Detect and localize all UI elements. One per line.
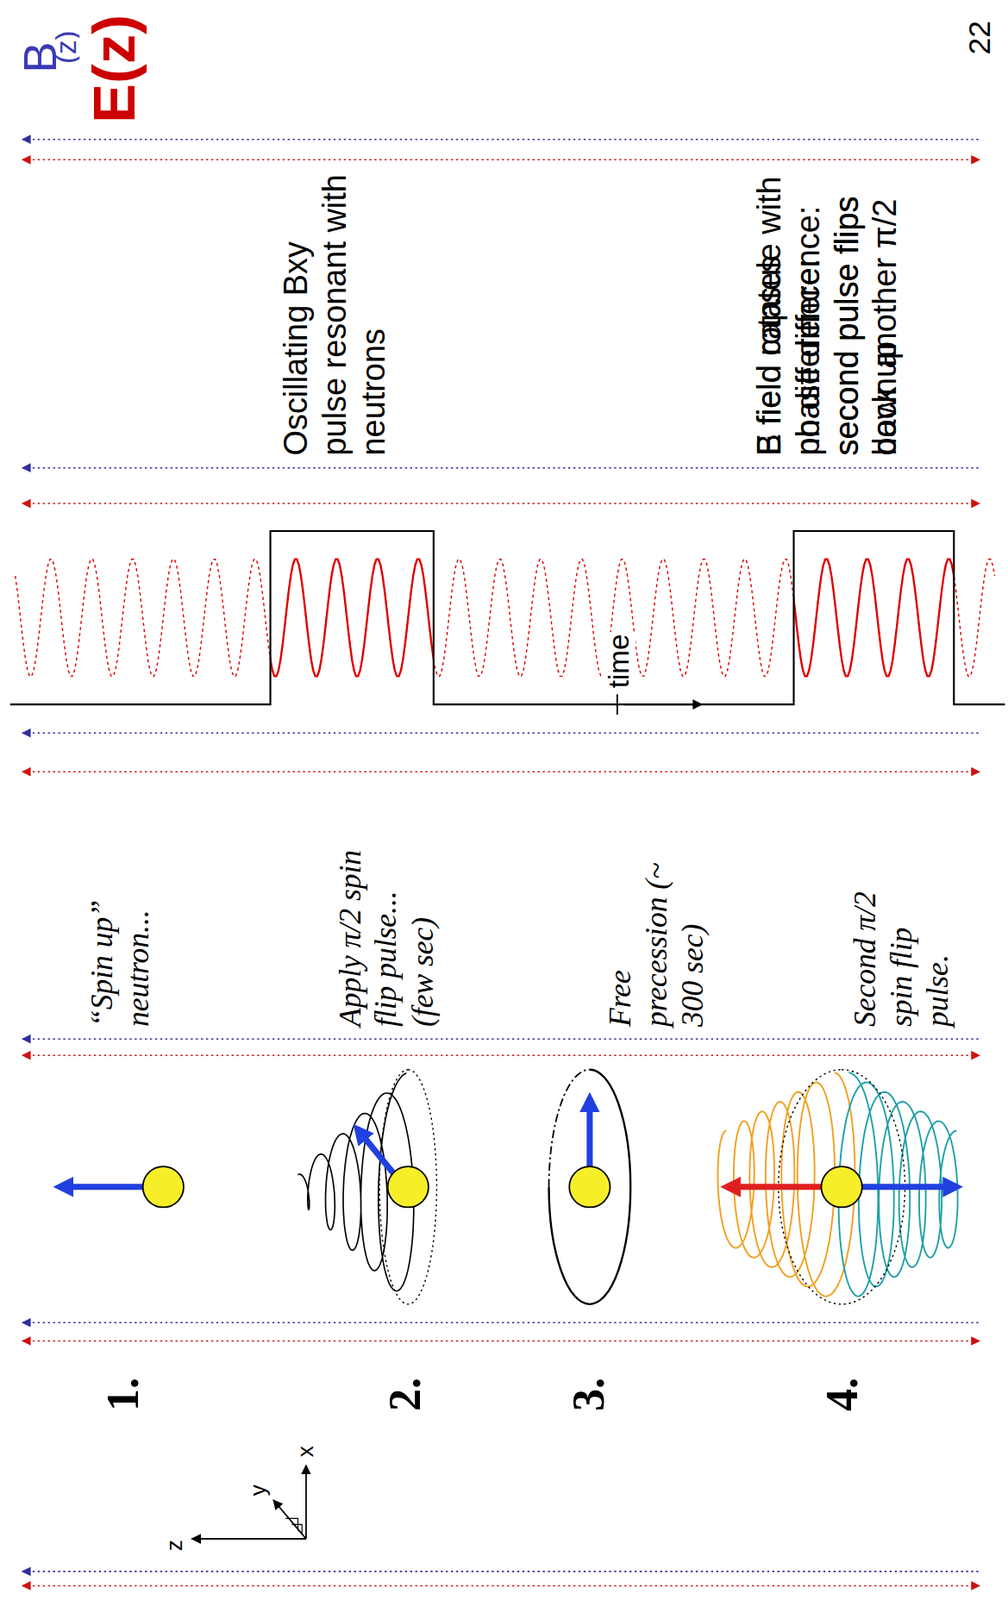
rf-wave-pulse <box>15 559 996 677</box>
field-subscript: (z) <box>49 12 83 64</box>
step-text: “Spin up” neutron... <box>83 878 157 1027</box>
description: Oscillating Bxy pulse resonant with neut… <box>277 169 394 456</box>
step-number: 2. <box>379 1350 432 1412</box>
axis-label: z <box>161 1531 188 1553</box>
description: E field rotates phase difference: second… <box>751 169 906 456</box>
step-text: Second π/2 spin flip pulse. <box>846 848 956 1027</box>
axis-label: y <box>244 1476 272 1497</box>
step-text: Apply π/2 spin flip pulse... (few sec) <box>331 848 441 1027</box>
step-number: 4. <box>816 1350 870 1412</box>
axis-label: time <box>601 632 636 690</box>
field-label: E(z) <box>79 12 150 126</box>
step-number: 3. <box>563 1350 616 1412</box>
axis-label: x <box>293 1437 320 1459</box>
step-number: 1. <box>96 1350 150 1412</box>
rf-wave-dotted <box>15 559 996 677</box>
page-number: 22 <box>961 6 998 56</box>
step-text: Free precession (~ 300 sec) <box>601 848 711 1027</box>
